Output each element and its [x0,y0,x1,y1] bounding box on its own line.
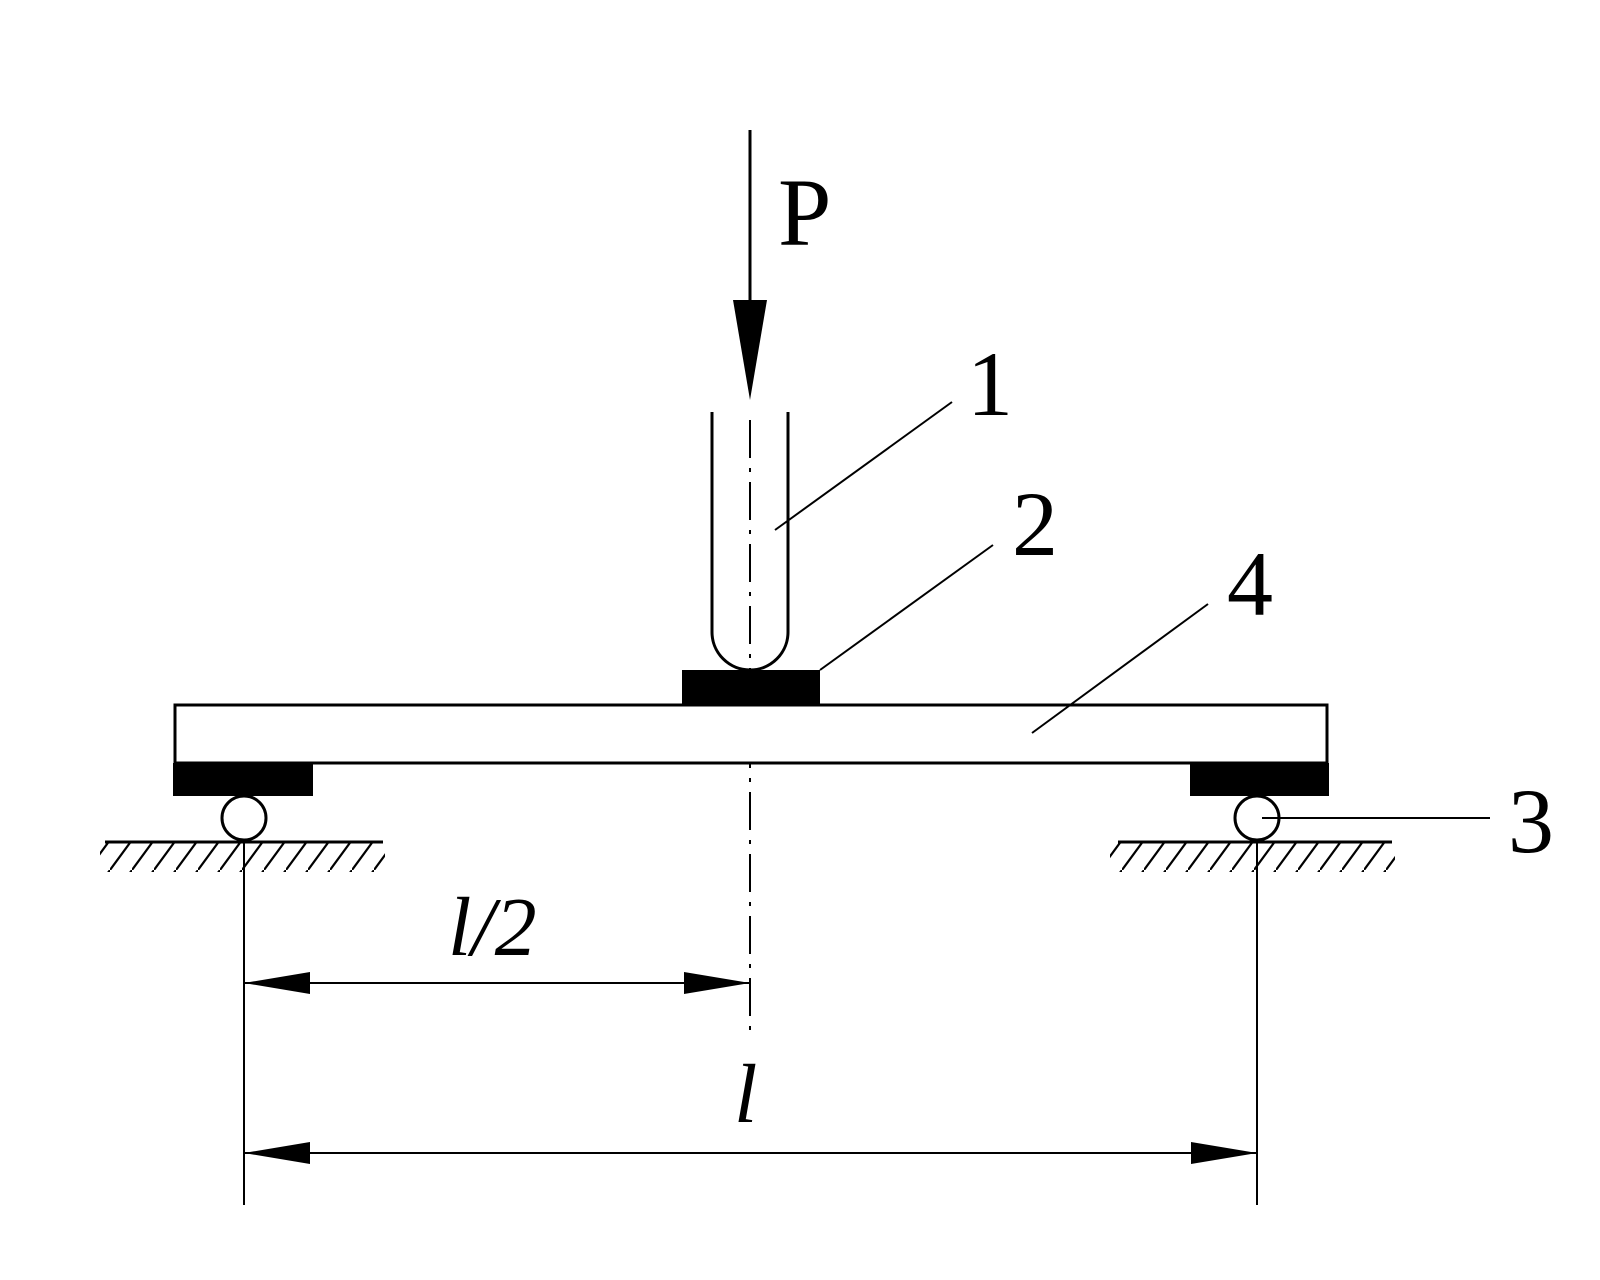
leader-line-2 [819,544,994,671]
part-number-2: 2 [1012,473,1058,575]
part-number-1: 1 [967,333,1013,435]
top-pad [682,670,820,705]
leader-line-4 [1031,603,1209,734]
specimen-beam [173,703,1329,765]
part-number-3: 3 [1508,770,1554,872]
half-span-dimension [244,972,750,994]
leader-line-1 [774,401,953,531]
half-span-label: l/2 [448,881,537,974]
bottom-pad-right [1190,763,1329,796]
force-label: P [778,159,831,266]
roller-left [220,794,268,842]
ground-right [1110,840,1395,872]
load-arrow [733,130,767,400]
span-dimension [244,1142,1257,1164]
bottom-pad-left [173,763,313,796]
span-label: l [734,1048,757,1141]
ground-left [100,840,385,872]
part-number-4: 4 [1227,533,1273,635]
